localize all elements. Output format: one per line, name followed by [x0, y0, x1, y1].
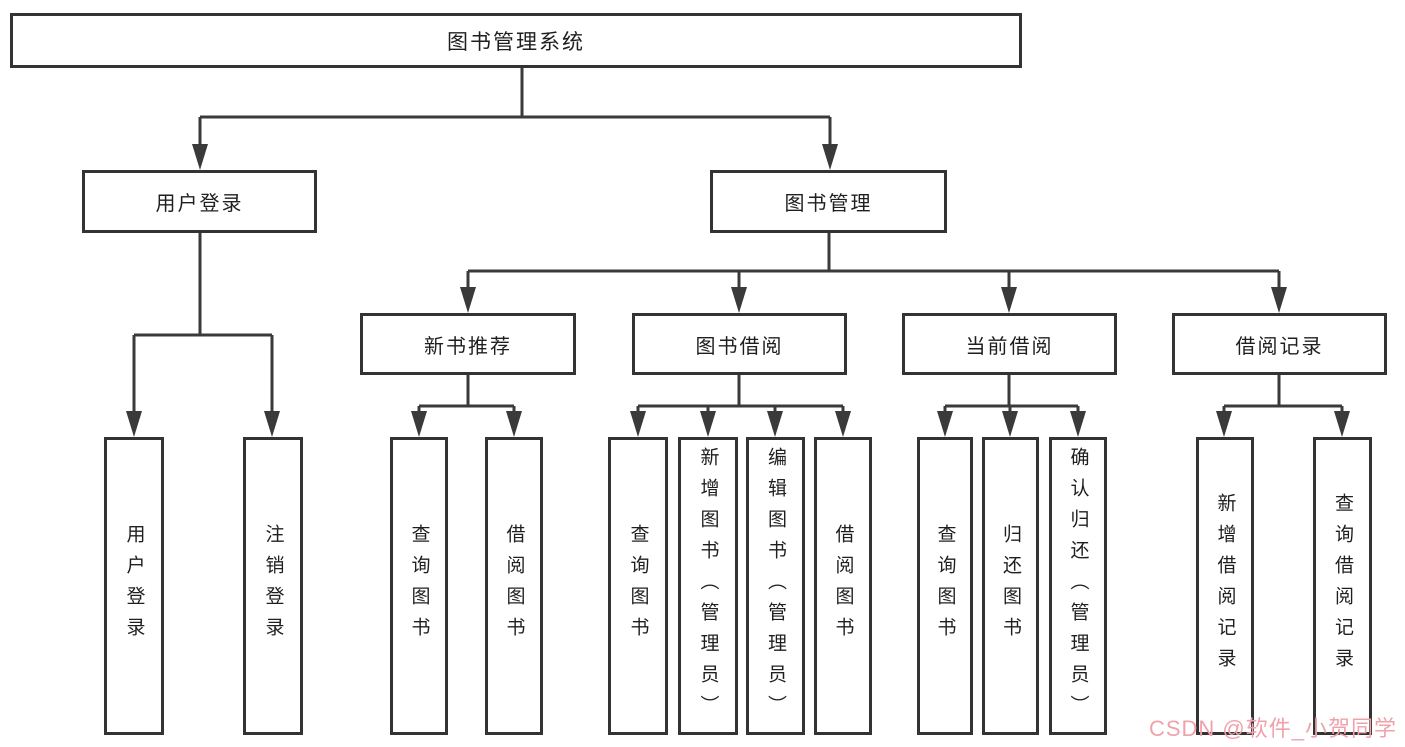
- leaf-logout-label: 注销登录: [262, 524, 284, 648]
- leaf-record-query-record: 查询借阅记录: [1313, 437, 1372, 735]
- arrow-down-icons: [126, 144, 1350, 437]
- leaf-borrow-edit-book-admin: 编辑图书（管理员）: [746, 437, 805, 735]
- leaf-current-query-book: 查询图书: [917, 437, 973, 735]
- node-current-borrow-label: 当前借阅: [965, 335, 1054, 358]
- node-book-management: 图书管理: [710, 170, 947, 233]
- node-user-login: 用户登录: [82, 170, 317, 233]
- connector-lines: [132, 68, 1344, 413]
- leaf-borrow-query-book: 查询图书: [608, 437, 668, 735]
- leaf-record-query-record-label: 查询借阅记录: [1332, 493, 1353, 679]
- leaf-user-login-label: 用户登录: [123, 524, 145, 648]
- leaf-newrec-query-book-label: 查询图书: [408, 524, 430, 648]
- leaf-borrow-borrow-book-label: 借阅图书: [832, 524, 854, 648]
- node-new-book-recommend-label: 新书推荐: [424, 335, 512, 358]
- leaf-current-confirm-return-admin-label: 确认归还（管理员）: [1067, 446, 1089, 726]
- node-borrow-record-label: 借阅记录: [1235, 335, 1324, 358]
- node-book-borrow: 图书借阅: [632, 313, 847, 375]
- leaf-current-return-book-label: 归还图书: [1000, 524, 1021, 648]
- node-user-login-label: 用户登录: [155, 193, 244, 215]
- node-current-borrow: 当前借阅: [902, 313, 1117, 375]
- leaf-current-confirm-return-admin: 确认归还（管理员）: [1049, 437, 1107, 735]
- leaf-logout: 注销登录: [243, 437, 303, 735]
- node-new-book-recommend: 新书推荐: [360, 313, 576, 375]
- leaf-current-query-book-label: 查询图书: [934, 524, 956, 648]
- leaf-newrec-query-book: 查询图书: [390, 437, 448, 735]
- node-root-label: 图书管理系统: [447, 30, 585, 54]
- leaf-borrow-borrow-book: 借阅图书: [814, 437, 872, 735]
- leaf-user-login: 用户登录: [104, 437, 164, 735]
- node-root: 图书管理系统: [10, 13, 1022, 68]
- leaf-borrow-add-book-admin: 新增图书（管理员）: [678, 437, 738, 735]
- leaf-record-add-record: 新增借阅记录: [1196, 437, 1254, 735]
- node-book-borrow-label: 图书借阅: [695, 335, 784, 358]
- node-book-management-label: 图书管理: [784, 193, 873, 215]
- leaf-borrow-query-book-label: 查询图书: [627, 524, 649, 648]
- node-borrow-record: 借阅记录: [1172, 313, 1387, 375]
- leaf-current-return-book: 归还图书: [982, 437, 1039, 735]
- leaf-borrow-add-book-admin-label: 新增图书（管理员）: [697, 446, 719, 726]
- watermark: CSDN @软件_小贺同学: [1148, 716, 1397, 741]
- leaf-borrow-edit-book-admin-label: 编辑图书（管理员）: [765, 446, 786, 726]
- leaf-newrec-borrow-book-label: 借阅图书: [503, 524, 525, 648]
- leaf-record-add-record-label: 新增借阅记录: [1214, 493, 1236, 679]
- leaf-newrec-borrow-book: 借阅图书: [485, 437, 543, 735]
